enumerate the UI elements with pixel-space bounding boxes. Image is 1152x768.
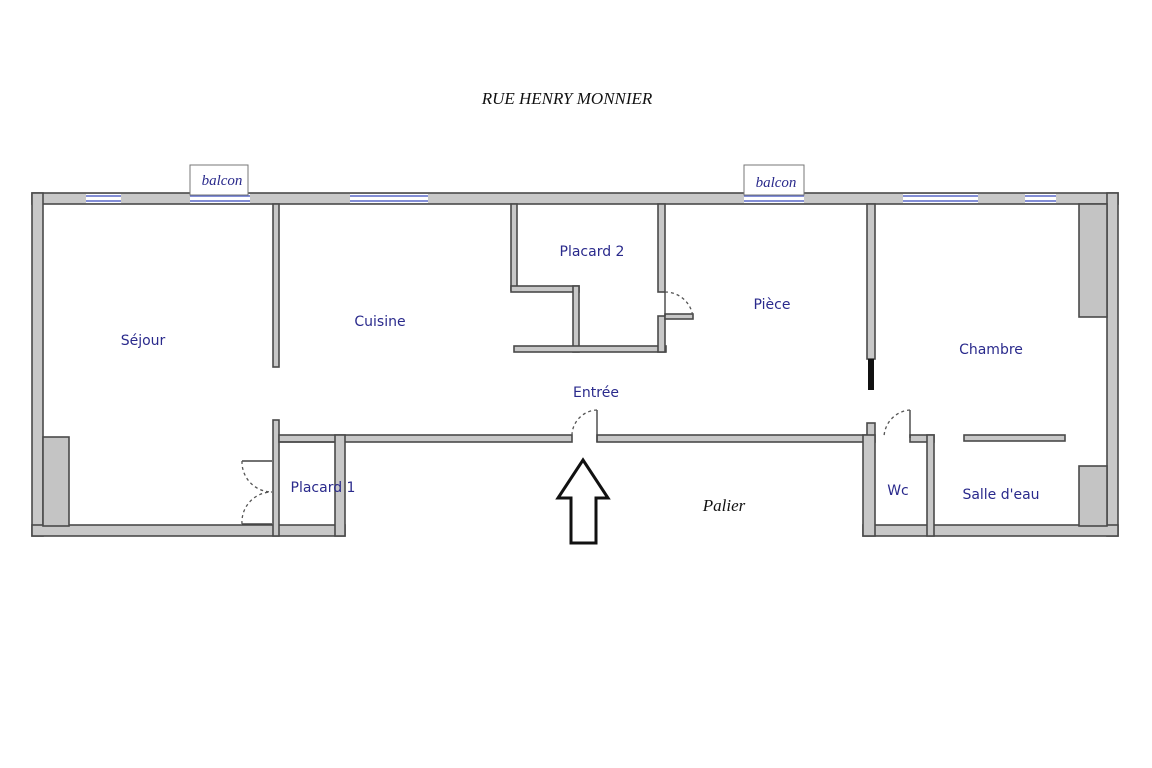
room-entree: Entrée: [573, 385, 619, 401]
balcony-left: balcon: [189, 164, 249, 196]
balcony-right-label: balcon: [756, 175, 797, 191]
balcony-right: balcon: [743, 164, 805, 196]
exterior-walls: [31, 192, 1119, 537]
windows: [86, 194, 1056, 203]
up-arrow-icon: [555, 457, 611, 545]
doors: [241, 291, 911, 525]
room-placard-1: Placard 1: [291, 480, 356, 496]
room-wc: Wc: [887, 483, 909, 499]
room-chambre: Chambre: [959, 342, 1023, 358]
room-sejour: Séjour: [121, 333, 166, 349]
room-cuisine: Cuisine: [354, 314, 405, 330]
ducts: [42, 203, 1108, 527]
room-labels: Séjour Cuisine Placard 2 Pièce Chambre E…: [121, 244, 1040, 503]
room-placard-2: Placard 2: [560, 244, 625, 260]
interior-walls: [272, 203, 1066, 537]
landing-label: Palier: [702, 496, 746, 515]
room-salle-deau: Salle d'eau: [962, 487, 1039, 503]
street-name: RUE HENRY MONNIER: [481, 89, 653, 108]
balcony-left-label: balcon: [202, 173, 243, 189]
room-piece: Pièce: [754, 297, 791, 313]
